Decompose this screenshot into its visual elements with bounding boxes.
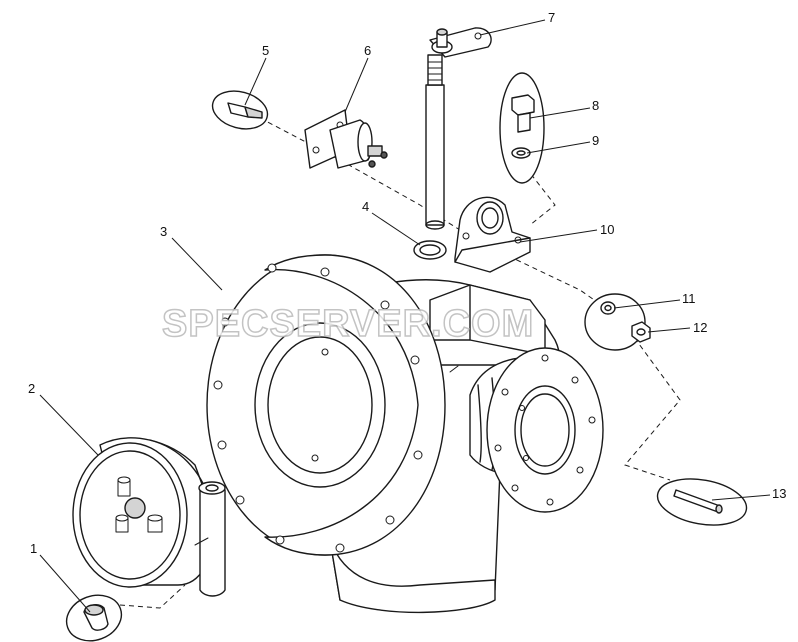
callout-5: 5 [262,43,269,58]
valve-body [206,254,604,614]
callout-10: 10 [600,222,614,237]
callout-3: 3 [160,224,167,239]
callout-11: 11 [682,291,696,306]
bracket-part-10 [454,196,531,273]
bolt-part-5 [211,90,269,130]
washer-part-11-nut-part-12 [584,293,651,351]
callout-7: 7 [548,10,555,25]
shaft-part-7 [425,27,492,230]
callout-1: 1 [30,541,37,556]
callout-9: 9 [592,133,599,148]
switch-part-6 [304,109,388,169]
callout-12: 12 [693,320,707,335]
callout-2: 2 [28,381,35,396]
callout-4: 4 [362,199,369,214]
leader-lines [39,19,771,613]
screw-part-1 [65,594,123,642]
actuator-cap [72,437,226,597]
callout-numbers: 1 2 3 4 5 6 7 8 9 10 11 12 13 [28,10,786,556]
callout-6: 6 [364,43,371,58]
watermark-text: SPECSERVER.COM [162,303,534,345]
washer-part-4 [413,240,447,260]
callout-8: 8 [592,98,599,113]
pin-part-13 [656,478,748,526]
callout-13: 13 [772,486,786,501]
bolt-part-8-washer-part-9 [499,72,545,184]
